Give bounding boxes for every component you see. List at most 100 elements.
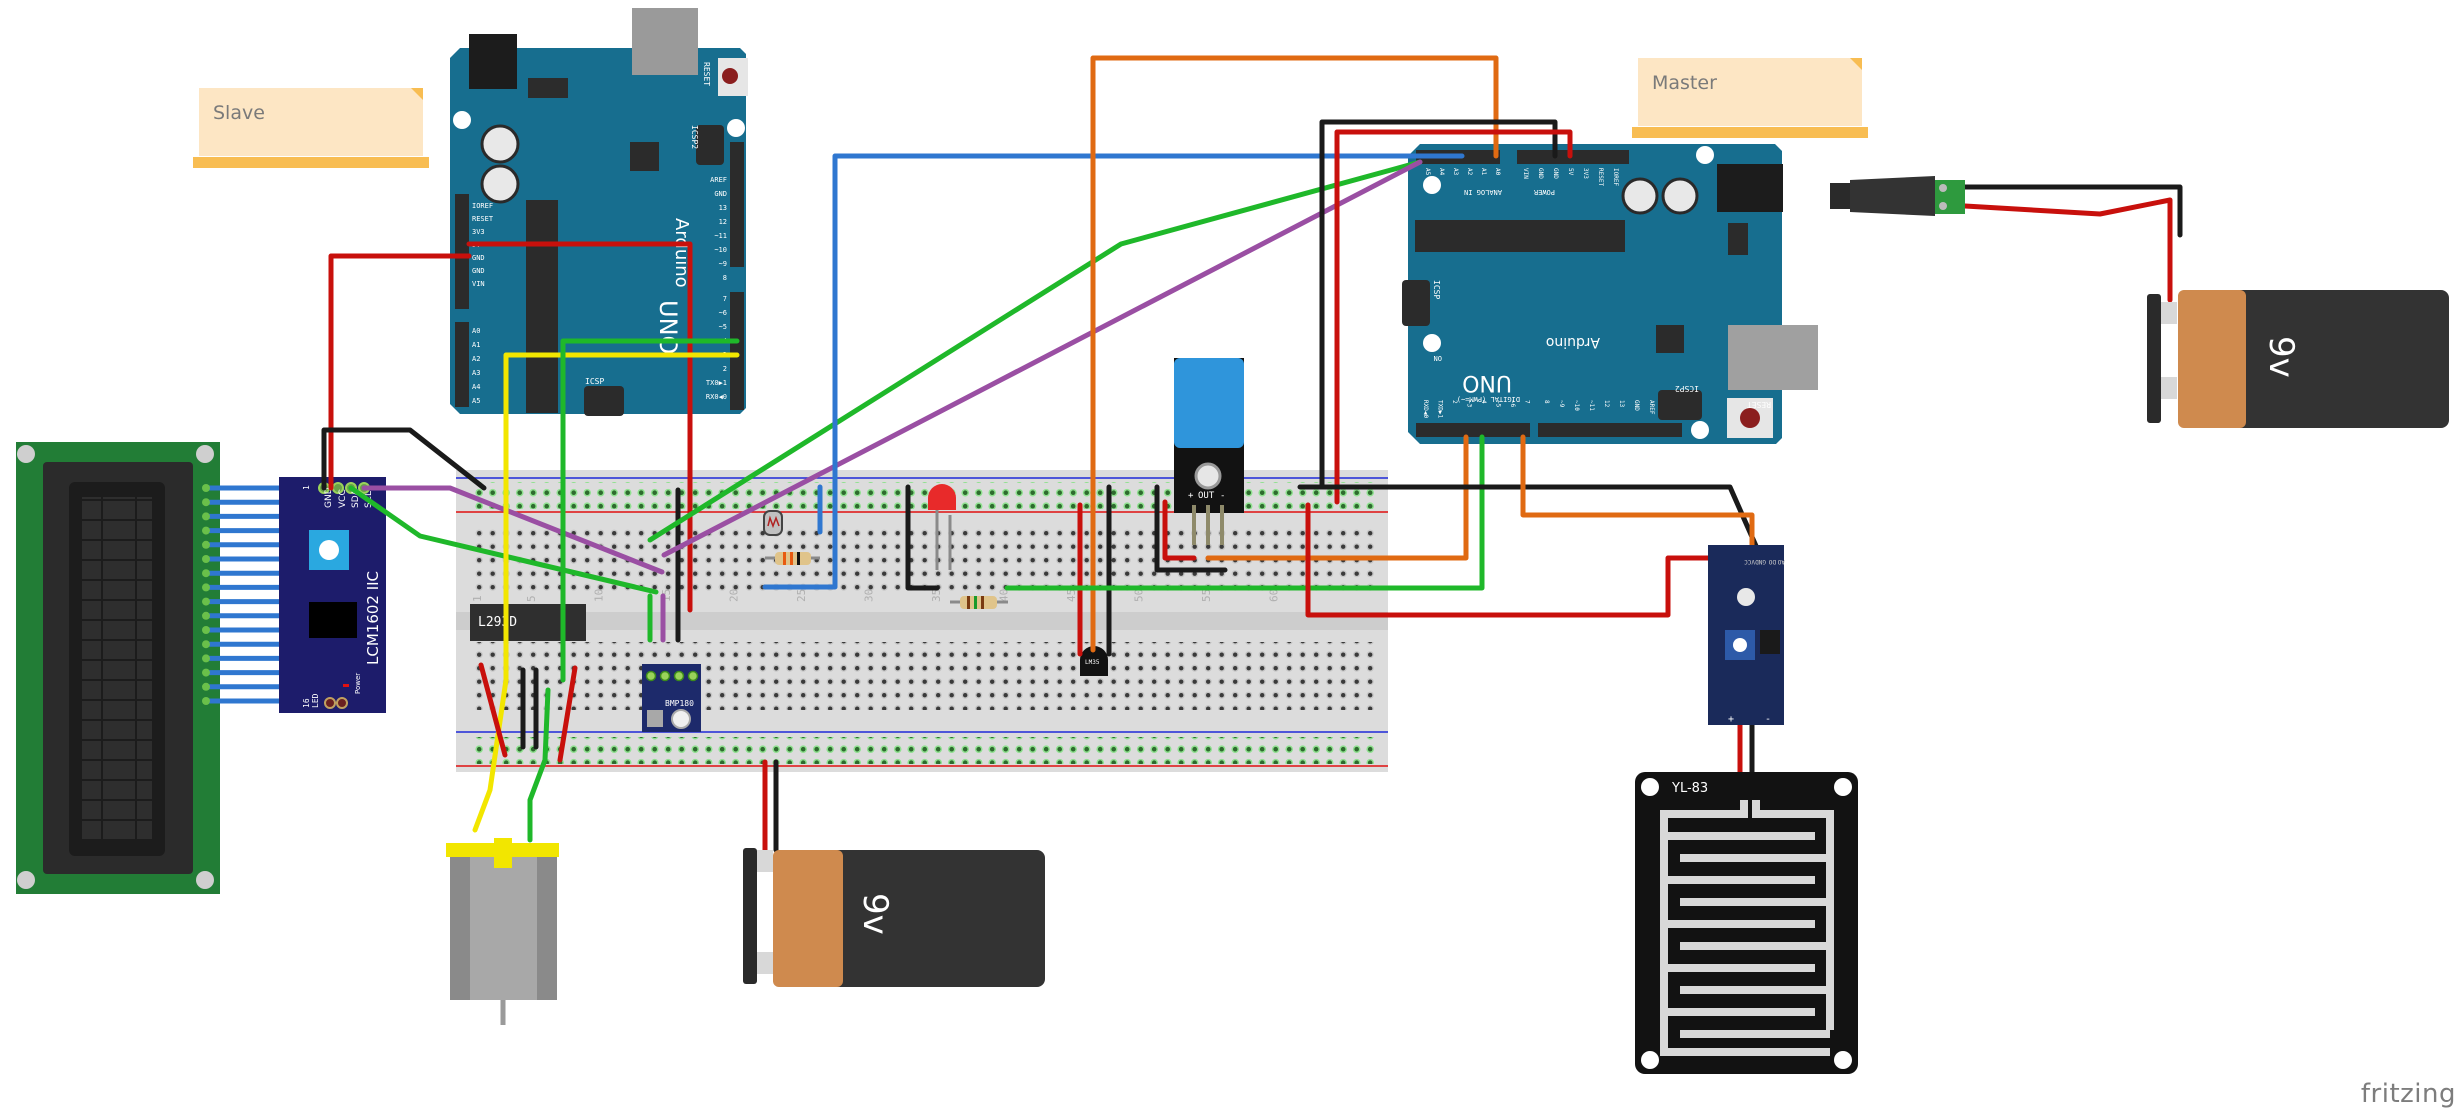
screw-icon: [17, 871, 35, 889]
slave-digital-pin-label: RX0◀0: [706, 393, 727, 401]
master-power-pin-label: 3V3: [1582, 168, 1589, 179]
resistor-body: [960, 596, 997, 609]
master-analog-pin-label: A1: [1480, 168, 1487, 176]
wires: [321, 55, 2183, 853]
wire[interactable]: [321, 427, 487, 491]
comparator-chip: [1760, 630, 1780, 654]
master-analog-pin-label: A3: [1452, 168, 1459, 176]
master-digital-pin-label: ~5: [1495, 400, 1502, 408]
master-power-pin-label: VIN: [1522, 168, 1529, 179]
column-number: 10: [593, 589, 606, 602]
red-led: [928, 484, 956, 570]
analog-header: [455, 322, 469, 407]
slave-digital-pin-label: 7: [723, 295, 727, 303]
lcd-character-grid: [82, 497, 152, 841]
l293d-chip: L293D: [470, 604, 586, 641]
wire[interactable]: [560, 338, 740, 683]
wire[interactable]: [478, 662, 508, 758]
note-master[interactable]: Master: [1632, 58, 1868, 138]
wire[interactable]: [1305, 502, 1741, 618]
master-digital-pin-label: 4: [1480, 400, 1487, 404]
master-digital-pin-label: ~3: [1466, 400, 1473, 408]
bmp180-label: BMP180: [665, 699, 694, 708]
wire[interactable]: [1334, 129, 1573, 505]
note-fold-icon: [1850, 58, 1862, 70]
master-digital-pin-label: TXD▶1: [1437, 400, 1444, 418]
wire[interactable]: [348, 485, 659, 595]
icsp2-label: ICSP2: [690, 125, 699, 149]
slave-digital-pin-label: ~5: [719, 323, 727, 331]
bmp180-pin: [659, 670, 671, 682]
wire[interactable]: [1090, 55, 1499, 653]
note-slave[interactable]: Slave: [193, 88, 429, 168]
column-number: 30: [863, 589, 876, 602]
lm35-sensor: LM35: [1080, 646, 1108, 676]
jumper-pin: [336, 697, 348, 709]
usb-port: [1728, 325, 1818, 390]
lm35-body: [1080, 646, 1108, 676]
dht-sensor: + OUT -: [1174, 358, 1244, 545]
usb-chip: [630, 142, 659, 171]
master-digital-pin-label: 8: [1543, 400, 1550, 404]
note-bar: [1632, 127, 1868, 138]
wire[interactable]: [1162, 499, 1197, 561]
lcd-display: [16, 442, 301, 894]
wire[interactable]: [1962, 184, 2183, 238]
rain-module-out-label: +: [1728, 714, 1734, 725]
slave-digital-pin-label: AREF: [710, 176, 727, 184]
column-number: 20: [728, 589, 741, 602]
battery-voltage-label: 9v: [855, 893, 895, 935]
bmp180-pin: [687, 670, 699, 682]
wire[interactable]: [1520, 434, 1755, 558]
lcd-pin: [202, 682, 210, 691]
on-label: ON: [1434, 354, 1442, 362]
atmega-chip: [526, 200, 558, 413]
column-number: 5: [525, 595, 538, 602]
wire[interactable]: [527, 687, 551, 843]
lcd-pin: [202, 498, 210, 507]
mount-hole: [1737, 588, 1755, 606]
wire[interactable]: [905, 484, 940, 591]
photoresistor-icon: [767, 515, 780, 529]
slave-power-pin-label: VIN: [472, 280, 485, 288]
power-jack: [1717, 164, 1783, 212]
reset-label: RESET: [702, 62, 711, 86]
mount-hole: [1423, 334, 1441, 352]
wire[interactable]: [661, 159, 1423, 558]
battery-copper-top: [2178, 290, 2246, 428]
wire[interactable]: [557, 665, 578, 763]
bmp180-sensor-chip: [647, 710, 663, 727]
note-master-label: Master: [1652, 72, 1717, 94]
wire[interactable]: [466, 241, 693, 613]
slave-digital-pin-label: TX0▶1: [706, 379, 727, 387]
master-digital-pin-label: GND: [1633, 400, 1640, 411]
dht-sensor-grille: [1174, 358, 1244, 448]
wire[interactable]: [1205, 434, 1469, 561]
master-power-pin-label: RESET: [1597, 168, 1604, 186]
wire[interactable]: [328, 253, 472, 491]
dc-barrel-jack: [1830, 176, 1965, 216]
bmp180-port: [671, 709, 691, 729]
arduino-master-board: [1408, 144, 1782, 444]
note-slave-label: Slave: [213, 102, 265, 124]
master-digital-pin-label: 2: [1451, 400, 1458, 404]
master-digital-pin-label: ~6: [1509, 400, 1516, 408]
lcd-pin: [202, 597, 210, 606]
i2c-pin1-label: 1: [302, 485, 311, 490]
battery-9v-bottom: 9v: [743, 848, 1045, 987]
slave-digital-pin-label: ~9: [719, 260, 727, 268]
dht-pin-label: OUT: [1198, 491, 1215, 501]
lcd-i2c-backpack: LCM1602 IIC GND VCC SDA SCL 1 16 LED Pow…: [279, 477, 386, 713]
wire[interactable]: [1154, 484, 1228, 573]
rain-trace: [1660, 800, 1830, 1056]
rain-sensor-label: YL-83: [1671, 781, 1708, 796]
wire[interactable]: [762, 153, 1465, 590]
wire[interactable]: [1962, 197, 2173, 303]
lcd-pin: [202, 555, 210, 563]
slave-digital-pin-label: 2: [723, 365, 727, 373]
wire[interactable]: [361, 485, 665, 575]
i2c-power-label: Power: [354, 673, 362, 694]
wire[interactable]: [1319, 119, 1558, 490]
wire[interactable]: [472, 352, 740, 833]
reset-label: RESET: [1747, 400, 1771, 409]
